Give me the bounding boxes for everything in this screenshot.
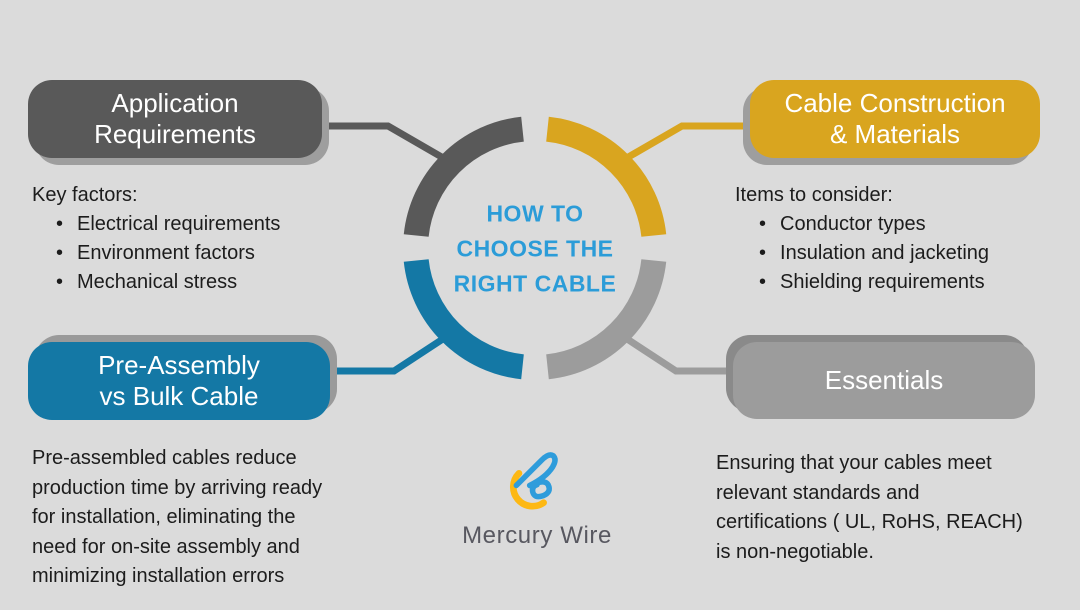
essentials-box: Essentials [733,342,1035,419]
connector-application [320,122,454,167]
essentials-paragraph: Ensuring that your cables meet relevant … [716,452,1023,563]
essentials-heading: Essentials [824,365,944,395]
logo-blue-hook [528,479,552,500]
list-item: Insulation and jacketing [735,239,989,268]
application-requirements-box: Application Requirements [28,80,322,158]
list-item: Electrical requirements [32,210,280,239]
list-item: Mechanical stress [32,268,280,297]
construction-items-panel: Items to consider: Conductor types Insul… [735,181,989,297]
mercury-wire-wordmark: Mercury Wire [462,522,612,549]
cable-construction-heading: Cable Construction & Materials [784,88,1006,149]
ring-arc-bottom-left [403,258,525,380]
cable-construction-box: Cable Construction & Materials [750,80,1040,158]
connector-construction [616,122,750,167]
list-item: Shielding requirements [735,268,989,297]
ring-arc-top-right [545,116,667,238]
application-bullet-list: Electrical requirements Environment fact… [32,210,280,297]
center-title: HOW TO CHOOSE THE RIGHT CABLE [453,200,617,297]
pre-assembly-heading: Pre-Assembly vs Bulk Cable [98,350,260,411]
logo-blue-wing [513,452,558,489]
pre-assembly-box: Pre-Assembly vs Bulk Cable [28,342,330,420]
ring-arc-top-left [403,116,525,238]
pre-assembly-paragraph: Pre-assembled cables reduce production t… [32,447,323,587]
connector-preassembly [328,330,454,375]
list-item: Environment factors [32,239,280,268]
connector-essentials [616,330,738,375]
construction-intro: Items to consider: [735,184,893,206]
application-intro: Key factors: [32,184,138,206]
mercury-wire-logo-icon [509,452,558,510]
logo-yellow-arc [509,469,547,510]
ring-arc-bottom-right [545,258,667,380]
application-requirements-heading: Application Requirements [94,88,256,149]
list-item: Conductor types [735,210,989,239]
construction-bullet-list: Conductor types Insulation and jacketing… [735,210,989,297]
application-factors-panel: Key factors: Electrical requirements Env… [32,181,280,297]
